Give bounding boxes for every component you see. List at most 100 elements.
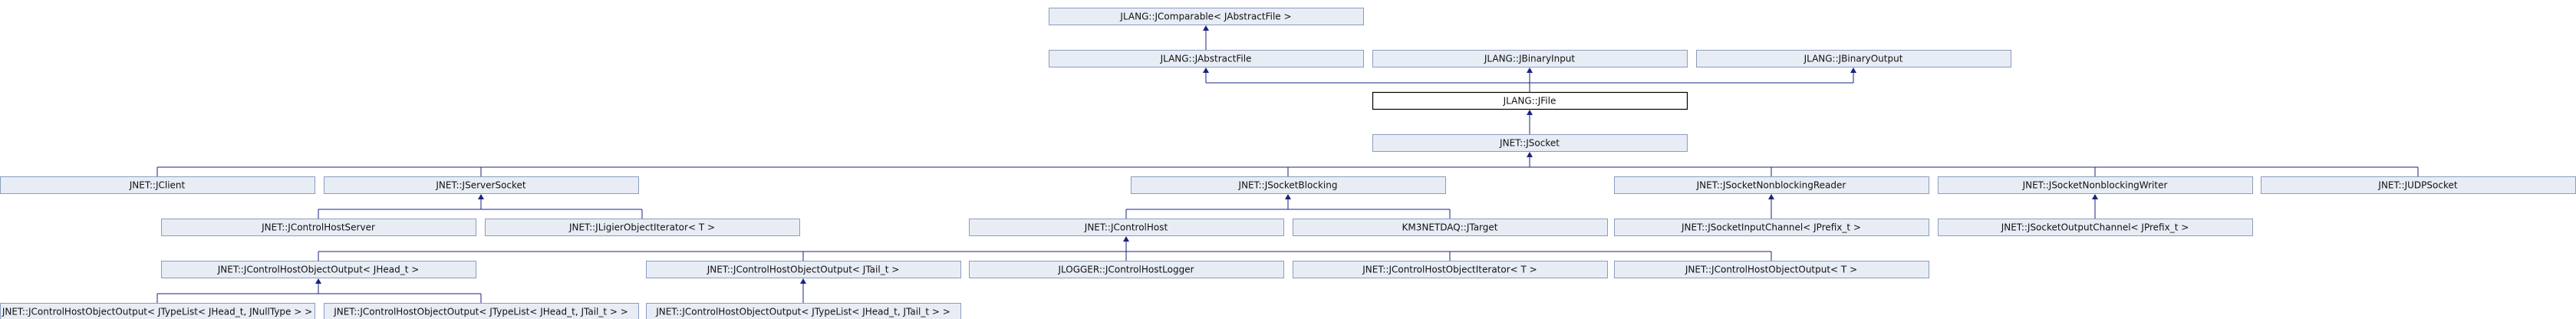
class-label[interactable]: JLANG::JBinaryOutput (1804, 54, 1903, 64)
class-node-jsocketblocking[interactable]: JNET::JSocketBlocking (1131, 176, 1446, 194)
class-node-jchoiterator[interactable]: JNET::JControlHostObjectIterator< T > (1293, 261, 1608, 278)
class-label[interactable]: JNET::JSocketBlocking (1238, 180, 1338, 191)
class-label[interactable]: JNET::JControlHostObjectOutput< T > (1685, 265, 1857, 275)
class-label[interactable]: JNET::JSocketInputChannel< JPrefix_t > (1681, 222, 1861, 233)
edge-group-jabstractfile (1203, 67, 1530, 92)
class-box[interactable] (969, 219, 1284, 236)
class-box[interactable] (1372, 50, 1688, 67)
class-box[interactable] (1049, 8, 1364, 25)
class-node-jligieriterator[interactable]: JNET::JLigierObjectIterator< T > (485, 219, 800, 236)
edge-group-jbinaryoutput (1529, 67, 1856, 92)
class-label[interactable]: JLANG::JBinaryInput (1484, 54, 1576, 64)
class-box[interactable] (1614, 219, 1929, 236)
class-label[interactable]: JLANG::JFile (1503, 96, 1556, 107)
class-label[interactable]: JLOGGER::JControlHostLogger (1057, 265, 1194, 275)
class-label[interactable]: JNET::JSocketNonblockingReader (1696, 180, 1846, 191)
class-node-jserversocket[interactable]: JNET::JServerSocket (324, 176, 639, 194)
class-node-jsocketinputchannel[interactable]: JNET::JSocketInputChannel< JPrefix_t > (1614, 219, 1929, 236)
class-node-jfile[interactable]: JLANG::JFile (1372, 91, 1688, 110)
class-label[interactable]: JNET::JServerSocket (435, 180, 526, 191)
class-box[interactable] (1372, 134, 1688, 152)
class-node-jchoo_tl_tail_b[interactable]: JNET::JControlHostObjectOutput< JTypeLis… (646, 303, 961, 319)
arrowhead (1285, 194, 1291, 199)
class-node-jbinaryinput[interactable]: JLANG::JBinaryInput (1372, 50, 1688, 67)
class-box[interactable] (1614, 261, 1929, 278)
class-box[interactable] (1696, 50, 2011, 67)
arrowhead (478, 194, 484, 199)
edge-group-jsocketblocking (1125, 194, 1451, 219)
class-box[interactable] (1131, 176, 1446, 194)
class-label[interactable]: JNET::JSocketNonblockingWriter (2022, 180, 2168, 191)
class-node-jchoo_tail[interactable]: JNET::JControlHostObjectOutput< JTail_t … (646, 261, 961, 278)
edge-group-jsocketnbreader (1768, 194, 1774, 219)
arrowhead (1203, 25, 1209, 31)
arrowhead (1203, 67, 1209, 73)
class-label[interactable]: JLANG::JAbstractFile (1160, 54, 1252, 64)
edge-group-jcontrolhost (318, 236, 1772, 261)
class-box[interactable] (1938, 176, 2253, 194)
class-label[interactable]: JLANG::JComparable< JAbstractFile > (1119, 12, 1291, 22)
class-label[interactable]: JNET::JControlHost (1084, 222, 1168, 233)
class-label[interactable]: JNET::JClient (129, 180, 186, 191)
class-box[interactable] (646, 261, 961, 278)
nodes-layer: JLANG::JComparable< JAbstractFile >JLANG… (0, 8, 2576, 319)
arrowhead (1123, 236, 1129, 242)
class-node-jsocketnbreader[interactable]: JNET::JSocketNonblockingReader (1614, 176, 1929, 194)
class-node-jlogger[interactable]: JLOGGER::JControlHostLogger (969, 261, 1284, 278)
class-box[interactable] (324, 176, 639, 194)
class-box[interactable] (161, 261, 476, 278)
class-box[interactable] (0, 176, 315, 194)
class-box[interactable] (485, 219, 800, 236)
class-node-jchoo_tl_tail_a[interactable]: JNET::JControlHostObjectOutput< JTypeLis… (324, 303, 639, 319)
class-label[interactable]: JNET::JControlHostObjectOutput< JTypeLis… (2, 307, 312, 317)
class-box[interactable] (0, 303, 315, 319)
edges-layer (156, 25, 2419, 303)
arrowhead (800, 278, 806, 284)
class-box[interactable] (1293, 261, 1608, 278)
class-node-km3netdaq[interactable]: KM3NETDAQ::JTarget (1293, 219, 1608, 236)
class-label[interactable]: JNET::JControlHostObjectOutput< JTypeLis… (655, 307, 950, 317)
class-node-jcomparable[interactable]: JLANG::JComparable< JAbstractFile > (1049, 8, 1364, 25)
class-box[interactable] (1049, 50, 1364, 67)
class-label[interactable]: JNET::JControlHostObjectOutput< JTail_t … (707, 265, 900, 275)
class-node-jchoo_t[interactable]: JNET::JControlHostObjectOutput< T > (1614, 261, 1929, 278)
class-node-jcontrolhostserver[interactable]: JNET::JControlHostServer (161, 219, 476, 236)
class-node-jchoo_head[interactable]: JNET::JControlHostObjectOutput< JHead_t … (161, 261, 476, 278)
class-node-jclient[interactable]: JNET::JClient (0, 176, 315, 194)
class-box[interactable] (1938, 219, 2253, 236)
arrowhead (1527, 67, 1533, 73)
class-node-jsocketnbwriter[interactable]: JNET::JSocketNonblockingWriter (1938, 176, 2253, 194)
class-node-jabstractfile[interactable]: JLANG::JAbstractFile (1049, 50, 1364, 67)
class-box[interactable] (1293, 219, 1608, 236)
class-box[interactable] (161, 219, 476, 236)
class-label[interactable]: JNET::JSocket (1499, 138, 1560, 149)
class-label[interactable]: JNET::JUDPSocket (2377, 180, 2457, 191)
edge-group-jserversocket (318, 194, 643, 219)
class-node-judpsocket[interactable]: JNET::JUDPSocket (2261, 176, 2576, 194)
edge-group-jchoo_tail (800, 278, 806, 303)
arrowhead (1527, 152, 1533, 157)
class-label[interactable]: JNET::JControlHostObjectOutput< JTypeLis… (333, 307, 628, 317)
edge-group-jsocketnbwriter (2092, 194, 2098, 219)
arrowhead (1850, 67, 1856, 73)
class-box[interactable] (1372, 91, 1688, 110)
edge-group-jsocket (156, 152, 2419, 176)
class-node-jsocketoutputchannel[interactable]: JNET::JSocketOutputChannel< JPrefix_t > (1938, 219, 2253, 236)
class-label[interactable]: JNET::JControlHostObjectOutput< JHead_t … (217, 265, 420, 275)
class-node-jbinaryoutput[interactable]: JLANG::JBinaryOutput (1696, 50, 2011, 67)
class-node-jsocket[interactable]: JNET::JSocket (1372, 134, 1688, 152)
class-label[interactable]: JNET::JControlHostObjectIterator< T > (1362, 265, 1537, 275)
class-label[interactable]: JNET::JControlHostServer (261, 222, 375, 233)
class-label[interactable]: JNET::JSocketOutputChannel< JPrefix_t > (2001, 222, 2189, 233)
class-box[interactable] (969, 261, 1284, 278)
class-box[interactable] (1614, 176, 1929, 194)
class-label[interactable]: KM3NETDAQ::JTarget (1402, 222, 1498, 233)
class-node-jchoo_tl_null[interactable]: JNET::JControlHostObjectOutput< JTypeLis… (0, 303, 315, 319)
class-box[interactable] (324, 303, 639, 319)
class-label[interactable]: JNET::JLigierObjectIterator< T > (568, 222, 715, 233)
edge-group-jcomparable (1203, 25, 1209, 50)
edge-group-jchoo_head (156, 278, 482, 303)
class-box[interactable] (646, 303, 961, 319)
class-node-jcontrolhost[interactable]: JNET::JControlHost (969, 219, 1284, 236)
